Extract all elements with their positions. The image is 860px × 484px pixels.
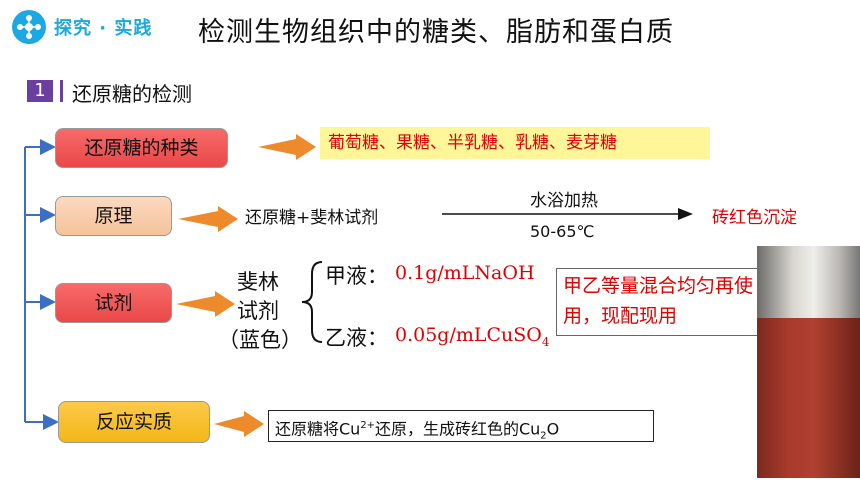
reaction-product: 砖红色沉淀	[712, 208, 797, 228]
essence-part3: O	[546, 419, 560, 439]
logo-icon	[12, 10, 46, 44]
solution-b-formula: 0.05g/mLCuSO	[395, 324, 542, 346]
reaction-essence-box: 反应实质	[58, 401, 210, 443]
reagent-box: 试剂	[55, 283, 172, 323]
reactants-text: 还原糖+斐林试剂	[245, 208, 379, 228]
reaction-essence-text: 还原糖将Cu2+还原，生成砖红色的Cu2O	[268, 410, 654, 442]
mixing-note: 甲乙等量混合均匀再使用，现配现用	[556, 268, 776, 336]
solution-a-label: 甲液：	[325, 264, 388, 288]
essence-part1: 还原糖将Cu	[275, 419, 361, 439]
section-title: 还原糖的检测	[72, 82, 192, 106]
reducing-sugar-types-box: 还原糖的种类	[55, 128, 228, 168]
reaction-temperature: 50-65℃	[530, 222, 595, 241]
essence-subscript: 2	[540, 430, 547, 442]
reagent-name-line3: （蓝色）	[218, 328, 302, 352]
page-title: 检测生物组织中的糖类、脂肪和蛋白质	[198, 17, 674, 48]
reaction-condition: 水浴加热	[530, 191, 598, 211]
solution-b-label: 乙液：	[325, 326, 388, 350]
fehling-reagent-name: 斐林 试剂 （蓝色）	[218, 268, 302, 355]
sugar-types-list: 葡萄糖、果糖、半乳糖、乳糖、麦芽糖	[320, 127, 710, 159]
brand-label: 探究 · 实践	[54, 18, 153, 39]
essence-superscript: 2+	[360, 420, 375, 431]
section-number: 1	[27, 80, 53, 102]
reagent-name-line1: 斐林	[237, 270, 279, 294]
solution-b-subscript: 4	[541, 334, 550, 349]
section-divider	[60, 80, 63, 102]
essence-part2: 还原，生成砖红色的Cu	[374, 419, 541, 439]
test-tube-top	[757, 246, 860, 318]
solution-a-value: 0.1g/mLNaOH	[395, 262, 535, 284]
principle-box: 原理	[55, 196, 172, 236]
reagent-name-line2: 试剂	[237, 299, 279, 323]
solution-b-value: 0.05g/mLCuSO4	[395, 324, 549, 349]
